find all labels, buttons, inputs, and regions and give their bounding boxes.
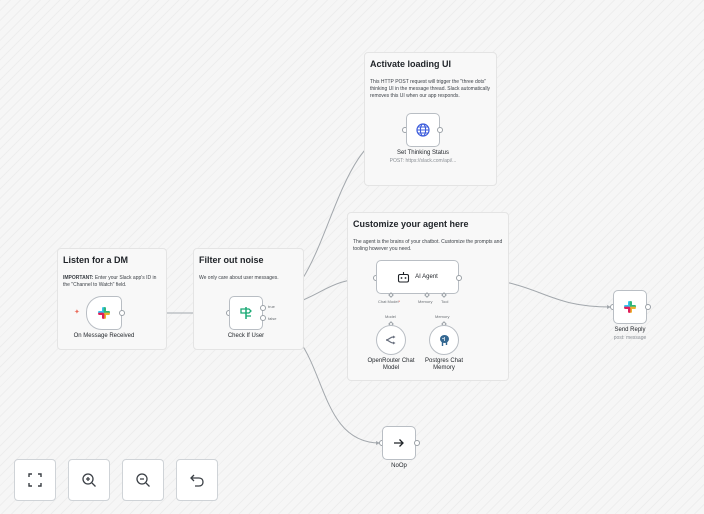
- node-on-message-received[interactable]: [86, 296, 122, 330]
- slack-icon: [98, 307, 110, 319]
- zoom-in-button[interactable]: [68, 459, 110, 501]
- output-handle[interactable]: [456, 275, 462, 281]
- node-send-reply[interactable]: [613, 290, 647, 324]
- openrouter-icon: [385, 335, 396, 345]
- slack-icon: [624, 301, 636, 313]
- sticky-text: We only care about user messages.: [199, 275, 279, 281]
- memory-output-label: Memory: [435, 314, 450, 319]
- node-label: NoOp: [391, 463, 407, 469]
- node-label: Send Reply: [614, 327, 646, 333]
- postgres-icon: [439, 334, 449, 346]
- output-true-handle[interactable]: [260, 305, 266, 311]
- arrow-right-icon: [394, 439, 404, 447]
- chat-model-label: Chat Model: [378, 299, 399, 304]
- false-label: false: [268, 316, 277, 321]
- undo-icon: [190, 474, 204, 487]
- globe-icon: [416, 123, 430, 137]
- node-set-thinking-status[interactable]: [406, 113, 440, 147]
- output-handle[interactable]: [437, 127, 443, 133]
- reset-zoom-button[interactable]: [176, 459, 218, 501]
- node-label: AI Agent: [415, 274, 438, 280]
- sticky-title: Customize your agent here: [353, 219, 469, 229]
- fit-view-button[interactable]: [14, 459, 56, 501]
- node-check-if-user[interactable]: [229, 296, 263, 330]
- model-port-label: Model: [385, 314, 396, 319]
- tool-port-label: Tool: [441, 299, 449, 304]
- node-label: Check If User: [227, 333, 265, 339]
- node-postgres-chat-memory[interactable]: [429, 325, 459, 355]
- fit-view-icon: [28, 473, 42, 487]
- node-label: OpenRouter Chat Model: [367, 358, 415, 371]
- node-label: Postgres Chat Memory: [424, 358, 464, 371]
- node-subtitle: POST: https://slack.com/api/...: [389, 158, 457, 164]
- node-openrouter-chat-model[interactable]: [376, 325, 406, 355]
- zoom-out-icon: [136, 473, 150, 487]
- node-noop[interactable]: [382, 426, 416, 460]
- important-label: IMPORTANT:: [63, 275, 94, 281]
- output-handle[interactable]: [414, 440, 420, 446]
- output-handle[interactable]: [119, 310, 125, 316]
- node-ai-agent[interactable]: AI Agent: [376, 260, 459, 294]
- sticky-text: This HTTP POST request will trigger the …: [370, 79, 491, 99]
- sticky-title: Listen for a DM: [63, 255, 129, 265]
- zoom-in-icon: [82, 473, 96, 487]
- node-label: On Message Received: [73, 333, 135, 339]
- sticky-title: Filter out noise: [199, 255, 264, 265]
- wire-arrow: [607, 305, 611, 309]
- wire-arrow: [376, 441, 380, 445]
- memory-port-label: Memory: [418, 299, 433, 304]
- chat-model-port-label: Chat Model*: [378, 299, 400, 304]
- sticky-body: Enter your Slack app's ID in the "Channe…: [63, 275, 157, 288]
- sticky-text: IMPORTANT: Enter your Slack app's ID in …: [63, 275, 161, 289]
- sticky-text: The agent is the brains of your chatbot.…: [353, 239, 503, 252]
- robot-icon: [398, 271, 410, 283]
- node-subtitle: post: message: [613, 335, 647, 341]
- output-false-handle[interactable]: [260, 315, 266, 321]
- node-label: Set Thinking Status: [397, 150, 449, 156]
- zoom-out-button[interactable]: [122, 459, 164, 501]
- true-label: true: [268, 304, 275, 309]
- signpost-icon: [240, 307, 252, 319]
- sticky-title: Activate loading UI: [370, 59, 452, 69]
- required-mark: *: [398, 299, 401, 304]
- trigger-bolt-icon: ✦: [74, 309, 80, 316]
- output-handle[interactable]: [645, 304, 651, 310]
